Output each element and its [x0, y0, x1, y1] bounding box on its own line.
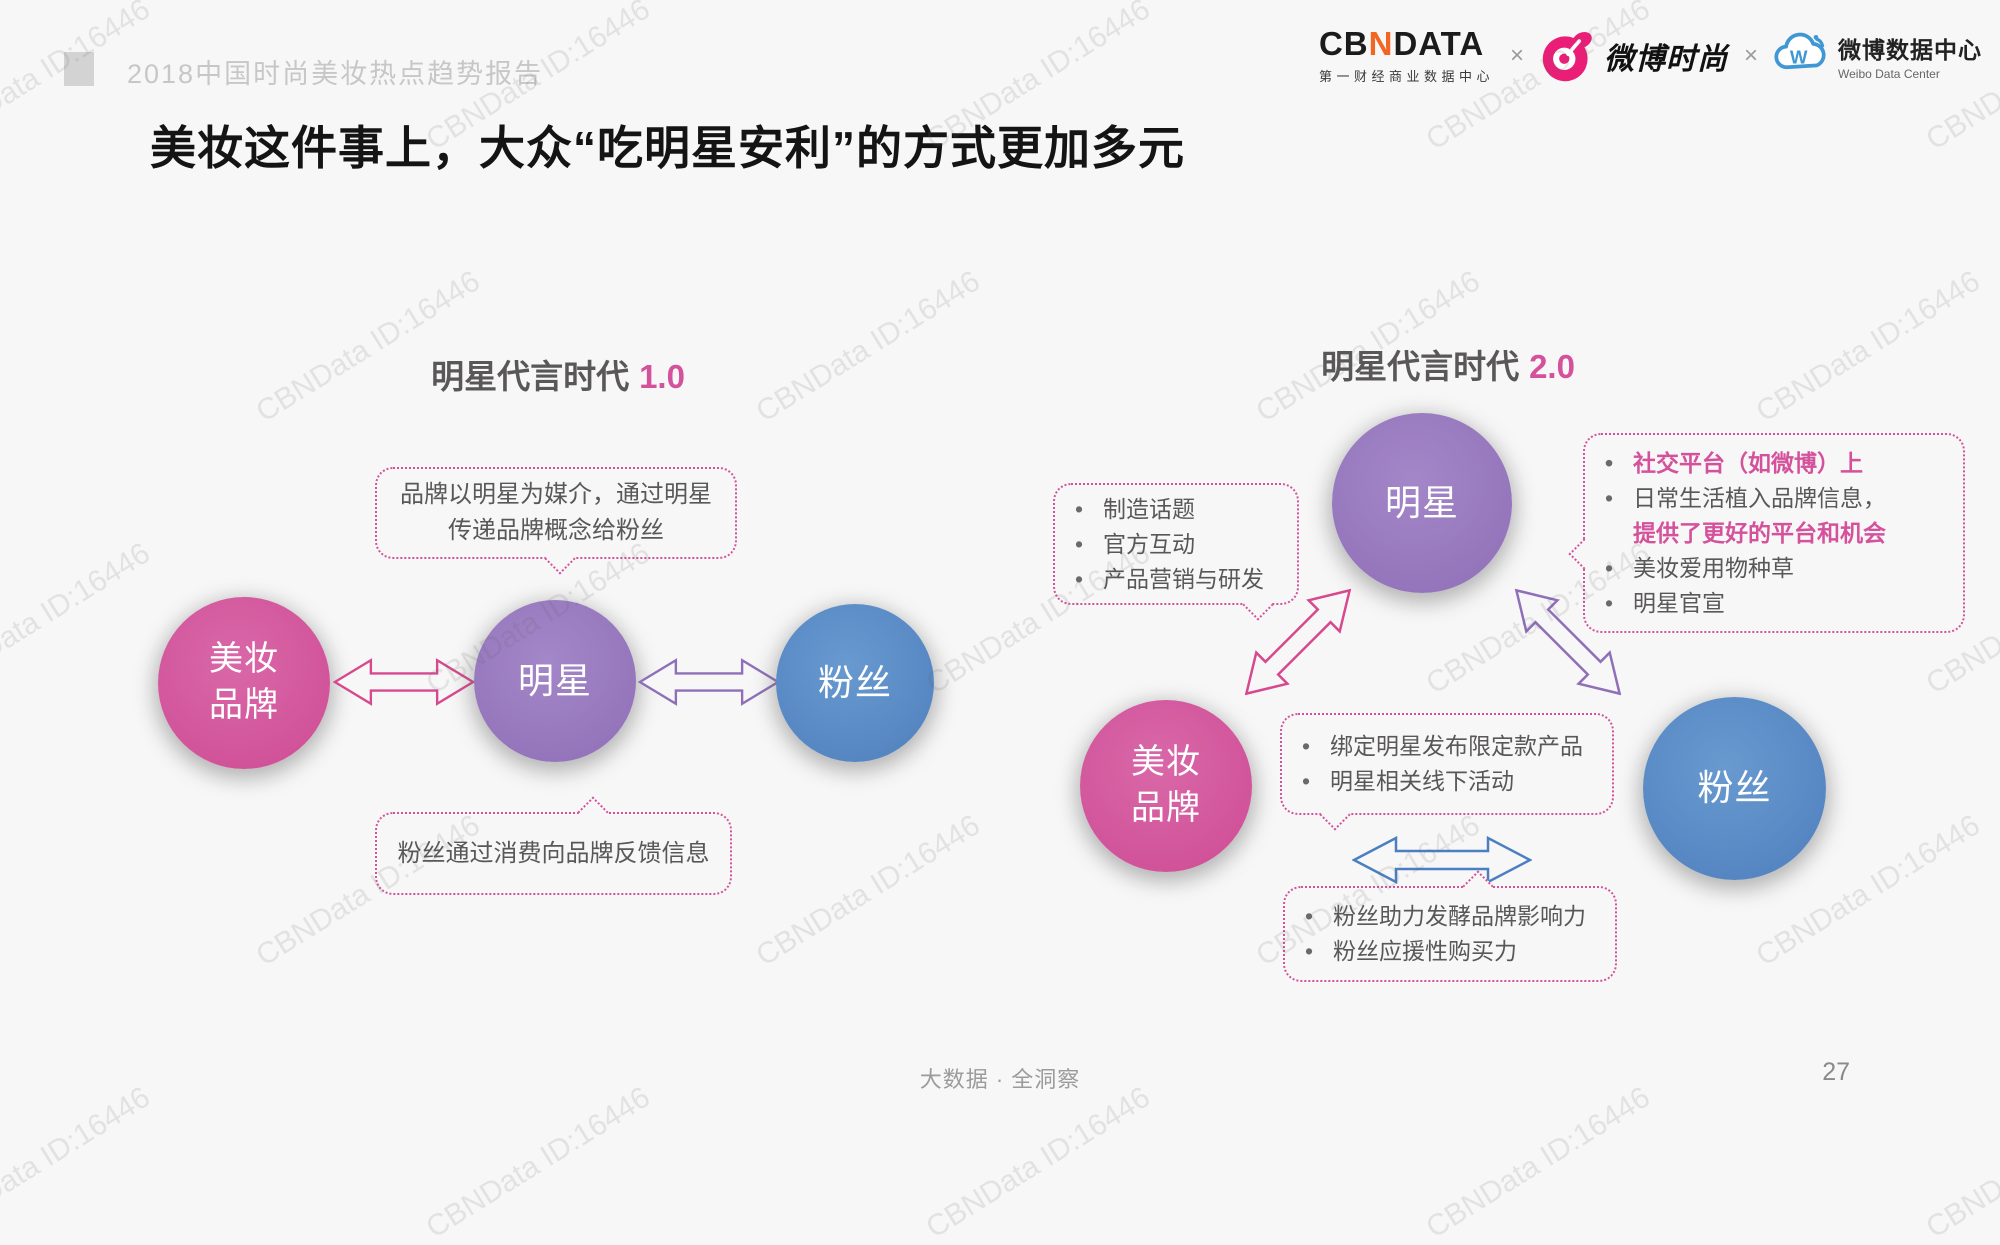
slide-title: 美妆这件事上，大众“吃明星安利”的方式更加多元: [150, 122, 1185, 174]
cbndata-subtitle: 第一财经商业数据中心: [1318, 69, 1494, 84]
watermark-text: CBNData ID:16446: [1750, 264, 1986, 429]
era1-node-fans: 粉丝: [776, 604, 934, 762]
watermark-text: CBNData ID:16446: [1920, 1081, 2000, 1245]
footer-slogan: 大数据 · 全洞察: [919, 1067, 1081, 1092]
era1-node-star: 明星: [474, 600, 636, 762]
cbndata-logo: CBNDATA 第一财经商业数据中心: [1318, 25, 1494, 84]
era1-arrow-star-fans: [637, 656, 781, 713]
logo-separator: ×: [1743, 42, 1758, 69]
watermark-text: CBNData ID:16446: [420, 1080, 656, 1245]
era2-node-fans: 粉丝: [1643, 697, 1826, 880]
svg-text:W: W: [1790, 46, 1808, 67]
era1-bottom-bubble: 粉丝通过消费向品牌反馈信息: [375, 796, 732, 895]
watermark-text: CBNData ID:16446: [250, 264, 486, 429]
era2-fans-bottom-bubble: •粉丝助力发酵品牌影响力 •粉丝应援性购买力: [1283, 870, 1617, 982]
era2-node-star: 明星: [1332, 413, 1512, 593]
weibo-data-center-icon: W: [1774, 32, 1826, 70]
era2-arrow-star-fans: [1508, 582, 1628, 702]
era2-star-right-bubble: •社交平台（如微博）上 •日常生活植入品牌信息，提供了更好的平台和机会 •美妆爱…: [1568, 433, 1965, 633]
era2-node-brand: 美妆品牌: [1080, 700, 1252, 872]
era1-top-bubble: 品牌以明星为媒介，通过明星传递品牌概念给粉丝: [375, 467, 737, 575]
era2-arrow-brand-fans: [1351, 835, 1533, 889]
era2-star-left-bubble: •制造话题 •官方互动 •产品营销与研发: [1053, 483, 1299, 621]
watermark-text: CBNData ID:16446: [920, 1080, 1156, 1245]
watermark-text: CBNData ID:16446: [0, 536, 156, 701]
era1-node-brand: 美妆品牌: [158, 597, 330, 769]
watermark-text: CBNData ID:16446: [0, 1080, 156, 1245]
weibo-data-center-logo: W 微博数据中心 Weibo Data Center: [1774, 28, 1982, 84]
weibo-fashion-logo: 微博时尚: [1540, 28, 1728, 84]
page-number: 27: [1822, 1058, 1850, 1086]
era2-arrow-brand-star: [1238, 582, 1358, 702]
logo-separator: ×: [1509, 42, 1524, 69]
weibo-fashion-icon: [1542, 31, 1592, 82]
header-square-icon: [64, 52, 94, 86]
watermark-text: CBNData ID:16446: [1420, 1080, 1656, 1245]
watermark-text: CBNData ID:16446: [750, 808, 986, 973]
report-title: 2018中国时尚美妆热点趋势报告: [127, 59, 544, 89]
logo-bar: CBNDATA 第一财经商业数据中心 × 微博时尚 × W 微博数据中心 Wei…: [1319, 18, 1982, 94]
era2-brand-fans-bubble: •绑定明星发布限定款产品 •明星相关线下活动: [1280, 713, 1614, 831]
era1-arrow-brand-star: [332, 656, 476, 713]
watermark-text: CBNData ID:16446: [750, 264, 986, 429]
